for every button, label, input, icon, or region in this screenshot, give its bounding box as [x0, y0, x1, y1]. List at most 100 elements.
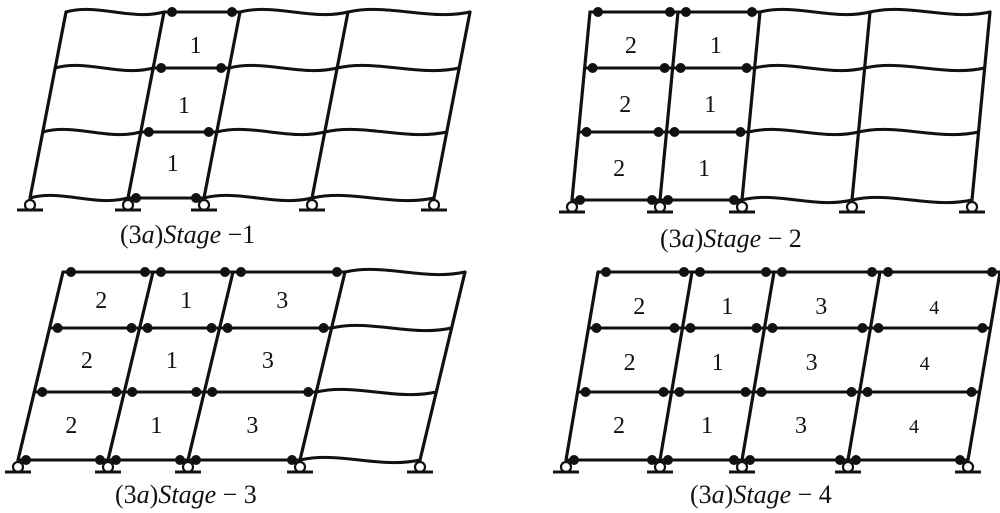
beam-floor3-bay3	[758, 7, 872, 17]
plastic-hinge	[580, 387, 591, 397]
stage-caption: (3a)Stage − 4	[690, 480, 832, 509]
plastic-hinge	[593, 7, 603, 17]
beam-floor3-bay4	[343, 267, 467, 277]
beam-floor0-bay4	[850, 195, 974, 205]
stage-caption: (3a)Stage −1	[120, 220, 255, 249]
bay-label: 3	[815, 294, 827, 320]
plastic-hinge	[206, 323, 217, 333]
column-1	[28, 10, 68, 200]
beam-floor2-bay4	[863, 63, 987, 73]
column-3	[740, 10, 762, 202]
caption-part: a	[682, 224, 695, 253]
caption-part: (3	[690, 480, 712, 509]
support-3	[729, 200, 755, 214]
support-1	[553, 460, 579, 474]
plastic-hinge	[747, 7, 757, 17]
column-5	[966, 270, 1000, 462]
plastic-hinge	[659, 63, 670, 73]
beam-floor0-bay4	[298, 455, 422, 465]
plastic-hinge	[674, 387, 685, 397]
plastic-hinge	[735, 127, 746, 137]
plastic-hinge	[167, 7, 177, 17]
plastic-hinge	[142, 323, 153, 333]
column-2	[106, 270, 155, 462]
bay-label: 1	[180, 288, 192, 314]
support-4	[839, 200, 865, 214]
plastic-hinge	[777, 267, 787, 277]
plastic-hinge	[227, 7, 237, 17]
bay-label: 1	[710, 33, 722, 59]
column-4	[850, 10, 872, 202]
column-1	[570, 10, 592, 202]
beam-floor3-bay3	[238, 7, 350, 17]
caption-part: (3	[120, 220, 142, 249]
caption-part: Stage	[703, 224, 761, 253]
beam-floor2-bay3	[753, 63, 867, 73]
column-2	[126, 10, 166, 200]
support-2	[95, 460, 121, 474]
plastic-hinge	[862, 387, 873, 397]
beam-floor0-bay1	[28, 193, 130, 203]
plastic-hinge	[653, 127, 664, 137]
beam-floor2-bay1	[53, 63, 155, 73]
caption-part: a	[137, 480, 150, 509]
bay-label: 3	[262, 348, 274, 374]
plastic-hinge	[835, 455, 845, 465]
beam-floor1-bay3	[747, 127, 861, 137]
plastic-hinge	[681, 7, 691, 17]
stage-caption: (3a)Stage − 3	[115, 480, 257, 509]
plastic-hinge	[569, 455, 579, 465]
bay-label: 2	[613, 413, 625, 439]
plastic-hinge	[751, 323, 762, 333]
plastic-hinge	[675, 63, 686, 73]
plastic-hinge	[867, 267, 877, 277]
plastic-hinge	[729, 195, 739, 205]
plastic-hinge	[663, 195, 673, 205]
plastic-hinge	[111, 387, 122, 397]
plastic-hinge	[977, 323, 988, 333]
bay-label: 1	[701, 413, 713, 439]
bay-label: 2	[624, 350, 636, 376]
column-4	[298, 270, 347, 462]
plastic-hinge	[52, 323, 63, 333]
plastic-hinge	[203, 127, 214, 137]
support-1	[5, 460, 31, 474]
plastic-hinge	[220, 267, 230, 277]
support-4	[835, 460, 861, 474]
beam-floor2-bay4	[335, 63, 461, 73]
bay-label: 2	[613, 156, 625, 182]
bay-label: 2	[65, 413, 77, 439]
caption-part: )	[725, 480, 734, 509]
column-3	[186, 270, 235, 462]
support-1	[559, 200, 585, 214]
plastic-hinge	[987, 267, 997, 277]
plastic-hinge	[685, 323, 696, 333]
plastic-hinge	[126, 323, 137, 333]
caption-part: − 2	[761, 224, 802, 253]
plastic-hinge	[745, 455, 755, 465]
plastic-hinge	[191, 387, 202, 397]
bay-label: 1	[178, 93, 190, 119]
column-3	[202, 10, 242, 200]
column-2	[658, 270, 694, 462]
plastic-hinge	[851, 455, 861, 465]
plastic-hinge	[111, 455, 121, 465]
plastic-hinge	[669, 127, 680, 137]
plastic-hinge	[191, 455, 201, 465]
plastic-hinge	[740, 387, 751, 397]
beam-floor3-bay1	[64, 7, 166, 17]
column-5	[418, 270, 467, 462]
bay-label: 1	[167, 151, 179, 177]
column-1	[564, 270, 600, 462]
bay-label: 2	[619, 92, 631, 118]
beam-floor0-bay3	[202, 193, 314, 203]
caption-part: )	[155, 220, 164, 249]
support-4	[287, 460, 313, 474]
bay-label: 3	[806, 350, 818, 376]
bay-label: 2	[81, 348, 93, 374]
caption-part: −1	[221, 220, 255, 249]
plastic-hinge	[591, 323, 602, 333]
panel-stage-1: 111(3a)Stage −1	[17, 7, 472, 249]
